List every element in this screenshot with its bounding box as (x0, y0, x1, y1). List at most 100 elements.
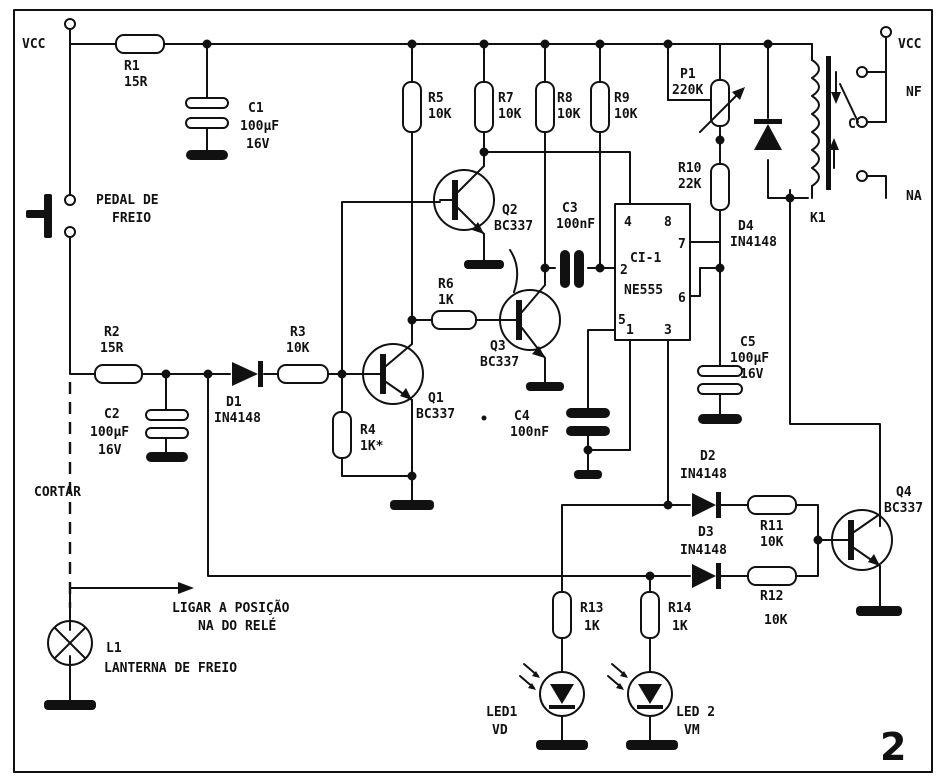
r14-value: 1K (672, 619, 688, 634)
d4-value: IN4148 (730, 235, 777, 250)
diodes (232, 119, 782, 589)
cut-label: CORTAR (34, 485, 81, 500)
d1-value: IN4148 (214, 411, 261, 426)
frame-border (13, 9, 933, 773)
q2-name: Q2 (502, 203, 518, 218)
r1-name: R1 (124, 59, 140, 74)
r7-name: R7 (498, 91, 514, 106)
c5-value: 100µF (730, 351, 769, 366)
ic-value: NE555 (624, 283, 663, 298)
resistor-r9 (590, 81, 610, 133)
led2-name: LED 2 (676, 705, 715, 720)
r10-name: R10 (678, 161, 702, 176)
d2-value: IN4148 (680, 467, 727, 482)
c4-value: 100nF (510, 425, 549, 440)
r3-name: R3 (290, 325, 306, 340)
q1-name: Q1 (428, 391, 444, 406)
r8-name: R8 (557, 91, 573, 106)
resistor-r1 (115, 34, 165, 54)
r4-value: 1K* (360, 439, 384, 454)
r2-name: R2 (104, 325, 120, 340)
q4-value: BC337 (884, 501, 923, 516)
c-label: C (848, 117, 856, 132)
r12-value: 10K (764, 613, 788, 628)
r6-value: 1K (438, 293, 454, 308)
r4-name: R4 (360, 423, 376, 438)
k1-label: K1 (810, 211, 826, 226)
vcc-left-label: VCC (22, 37, 45, 52)
c5-name: C5 (740, 335, 756, 350)
resistor-r6 (431, 310, 477, 330)
junction-dots (161, 39, 823, 581)
r13-value: 1K (584, 619, 600, 634)
q3-value: BC337 (480, 355, 519, 370)
d3-value: IN4148 (680, 543, 727, 558)
r1-value: 15R (124, 75, 148, 90)
c1-voltage: 16V (246, 137, 270, 152)
led1-value: VD (492, 723, 508, 738)
figure-number: 2 (880, 725, 906, 769)
c2-voltage: 16V (98, 443, 122, 458)
resistor-r7 (474, 81, 494, 133)
pedal-label-2: FREIO (112, 211, 151, 226)
r5-name: R5 (428, 91, 444, 106)
q1-value: BC337 (416, 407, 455, 422)
ground-symbols (44, 260, 902, 750)
ic-pin-5: 5 (618, 313, 626, 328)
resistor-r11 (747, 495, 797, 515)
r11-value: 10K (760, 535, 784, 550)
c2-name: C2 (104, 407, 120, 422)
d4-name: D4 (738, 219, 754, 234)
led2-value: VM (684, 723, 700, 738)
r10-value: 22K (678, 177, 702, 192)
capacitors (145, 97, 743, 479)
resistor-r10 (710, 163, 730, 211)
r6-name: R6 (438, 277, 454, 292)
r12-name: R12 (760, 589, 783, 604)
d3-name: D3 (698, 525, 714, 540)
note-line-2: NA DO RELÉ (198, 618, 276, 634)
r8-value: 10K (557, 107, 581, 122)
ic-pin-7: 7 (678, 237, 686, 252)
r2-value: 15R (100, 341, 124, 356)
p1-name: P1 (680, 67, 696, 82)
c1-value: 100µF (240, 119, 279, 134)
ic-pin-3: 3 (664, 323, 672, 338)
connect-arrow (178, 582, 194, 594)
nf-label: NF (906, 85, 922, 100)
relay-k1 (811, 56, 859, 190)
resistor-r5 (402, 81, 422, 133)
resistor-r14 (640, 591, 660, 639)
c3-value: 100nF (556, 217, 595, 232)
q4-name: Q4 (896, 485, 912, 500)
r9-name: R9 (614, 91, 630, 106)
r13-name: R13 (580, 601, 603, 616)
lamp-l1 (47, 620, 93, 666)
ic-pin-6: 6 (678, 291, 686, 306)
q2-value: BC337 (494, 219, 533, 234)
c4-name: C4 (514, 409, 530, 424)
wiring (69, 43, 887, 743)
pedal-label-1: PEDAL DE (96, 193, 159, 208)
led1-name: LED1 (486, 705, 517, 720)
r9-value: 10K (614, 107, 638, 122)
c3-name: C3 (562, 201, 578, 216)
p1-value: 220K (672, 83, 703, 98)
l1-value: LANTERNA DE FREIO (104, 661, 237, 676)
r5-value: 10K (428, 107, 452, 122)
resistors (94, 34, 797, 639)
ic-pin-8: 8 (664, 215, 672, 230)
resistor-r13 (552, 591, 572, 639)
labels: VCC VCC R1 15R C1 100µF 16V R5 10K R7 10… (22, 37, 923, 769)
r3-value: 10K (286, 341, 310, 356)
r14-name: R14 (668, 601, 692, 616)
resistor-r8 (535, 81, 555, 133)
vcc-right-label: VCC (898, 37, 921, 52)
transistors (361, 165, 893, 571)
na-label: NA (906, 189, 922, 204)
q3-name: Q3 (490, 339, 506, 354)
c2-value: 100µF (90, 425, 129, 440)
d1-name: D1 (226, 395, 242, 410)
